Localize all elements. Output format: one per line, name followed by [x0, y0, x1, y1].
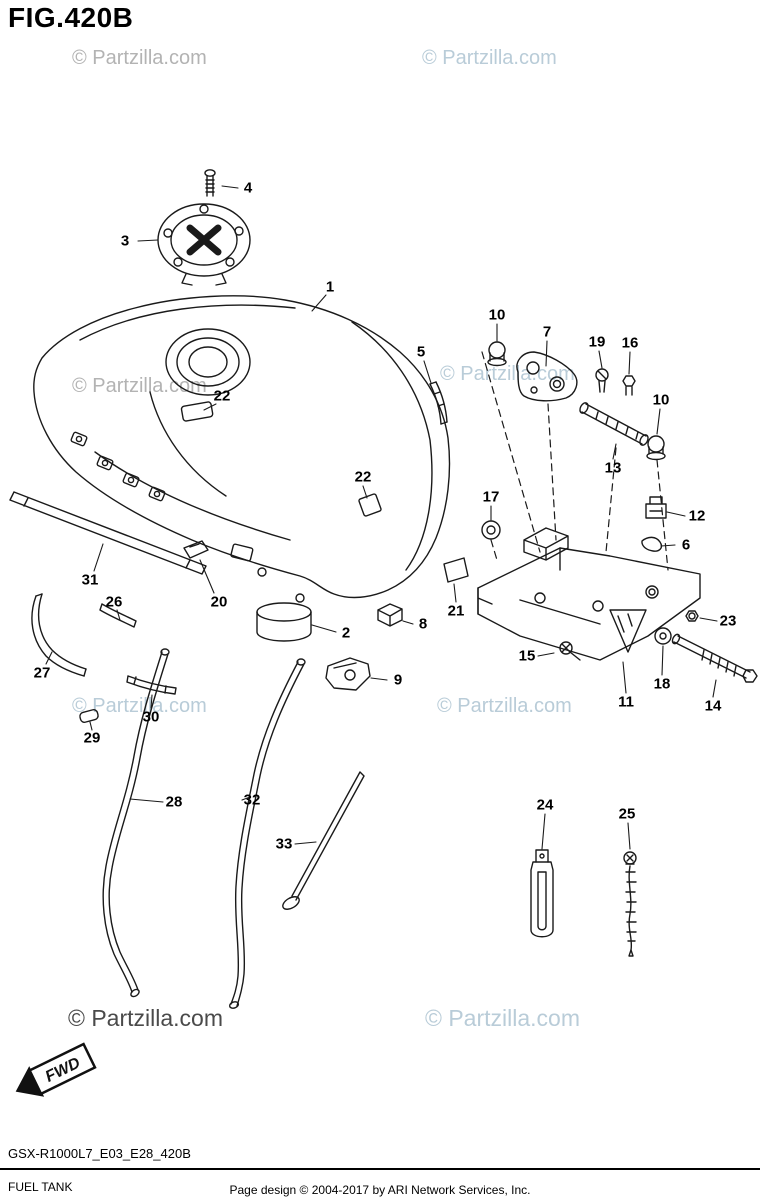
figure-title: FIG.420B [8, 2, 134, 33]
part-callout-10b: 10 [652, 391, 670, 409]
part-callout-16: 16 [621, 334, 639, 352]
part-callout-12: 12 [688, 507, 706, 525]
part-callout-6: 6 [681, 536, 691, 554]
part-callout-5: 5 [416, 343, 426, 361]
part-callout-1: 1 [325, 278, 335, 296]
part-callout-25: 25 [618, 805, 636, 823]
part-rod-33 [282, 771, 365, 910]
part-bolt-16 [622, 375, 636, 396]
part-callout-22a: 22 [213, 387, 231, 405]
part-callout-28: 28 [165, 793, 183, 811]
part-tie-25 [623, 851, 637, 957]
part-grommet-29 [79, 709, 99, 723]
part-callout-17: 17 [482, 488, 500, 506]
part-cushion-2 [256, 602, 312, 642]
watermark: © Partzilla.com [437, 695, 572, 717]
part-clip-20 [183, 540, 209, 559]
part-callout-3: 3 [120, 232, 130, 250]
part-screw-15 [559, 641, 581, 661]
watermark: © Partzilla.com [425, 1005, 580, 1031]
part-callout-18: 18 [653, 675, 671, 693]
part-clip-6 [641, 536, 663, 552]
part-hose-27 [31, 593, 87, 677]
part-fuel-tank-1 [33, 295, 451, 603]
part-callout-13: 13 [604, 459, 622, 477]
watermark: © Partzilla.com [440, 363, 575, 385]
part-callout-32: 32 [243, 791, 261, 809]
part-callout-31: 31 [81, 571, 99, 589]
part-plate-7 [516, 351, 578, 402]
part-nut-23 [685, 610, 699, 622]
fwd-arrow-graphic: FWD [15, 1042, 97, 1097]
part-strap-24 [530, 849, 554, 938]
part-hose-32 [228, 658, 306, 1009]
part-bracket-11 [477, 527, 701, 661]
watermark: © Partzilla.com [422, 47, 557, 69]
part-callout-23: 23 [719, 612, 737, 630]
part-callout-24: 24 [536, 796, 554, 814]
part-callout-7: 7 [542, 323, 552, 341]
part-callout-22b: 22 [354, 468, 372, 486]
footer-divider [0, 1168, 760, 1170]
part-hose-28 [102, 648, 170, 998]
part-callout-4: 4 [243, 179, 253, 197]
part-callout-2: 2 [341, 624, 351, 642]
part-grommet-10a [487, 341, 507, 367]
part-callout-9: 9 [393, 671, 403, 689]
leader-lines [45, 185, 718, 850]
part-spacer-13 [579, 402, 649, 446]
part-clamp-12 [645, 496, 667, 519]
watermark: © Partzilla.com [68, 1005, 223, 1031]
part-screw-19 [595, 368, 609, 393]
part-screw-4 [204, 169, 216, 197]
part-grommet-10b [646, 435, 666, 461]
part-cushion-8 [377, 603, 403, 627]
part-hose-26 [99, 603, 137, 628]
fwd-arrow: FWD [6, 1042, 106, 1107]
part-callout-30: 30 [142, 708, 160, 726]
part-washer-18 [654, 627, 672, 645]
part-callout-21: 21 [447, 602, 465, 620]
assembly-dashed-lines [481, 351, 669, 571]
figure-name: FUEL TANK [8, 1180, 73, 1194]
part-callout-14: 14 [704, 697, 722, 715]
part-callout-27: 27 [33, 664, 51, 682]
part-bolt-14 [671, 633, 758, 683]
part-strip-5 [429, 381, 448, 425]
part-callout-10a: 10 [488, 306, 506, 324]
part-washer-17 [481, 520, 501, 540]
watermark: © Partzilla.com [72, 47, 207, 69]
part-code: GSX-R1000L7_E03_E28_420B [8, 1146, 191, 1161]
part-callout-15: 15 [518, 647, 536, 665]
part-callout-29: 29 [83, 729, 101, 747]
part-fuel-cap-3 [157, 203, 251, 286]
part-bracket-9 [325, 657, 371, 691]
part-callout-11: 11 [618, 693, 634, 711]
design-credit: Page design © 2004-2017 by ARI Network S… [229, 1183, 531, 1197]
part-callout-33: 33 [275, 835, 293, 853]
part-callout-8: 8 [418, 615, 428, 633]
watermark: © Partzilla.com [72, 695, 207, 717]
part-callout-26: 26 [105, 593, 123, 611]
part-callout-19: 19 [588, 333, 606, 351]
part-callout-20: 20 [210, 593, 228, 611]
part-pad-21 [443, 557, 469, 583]
